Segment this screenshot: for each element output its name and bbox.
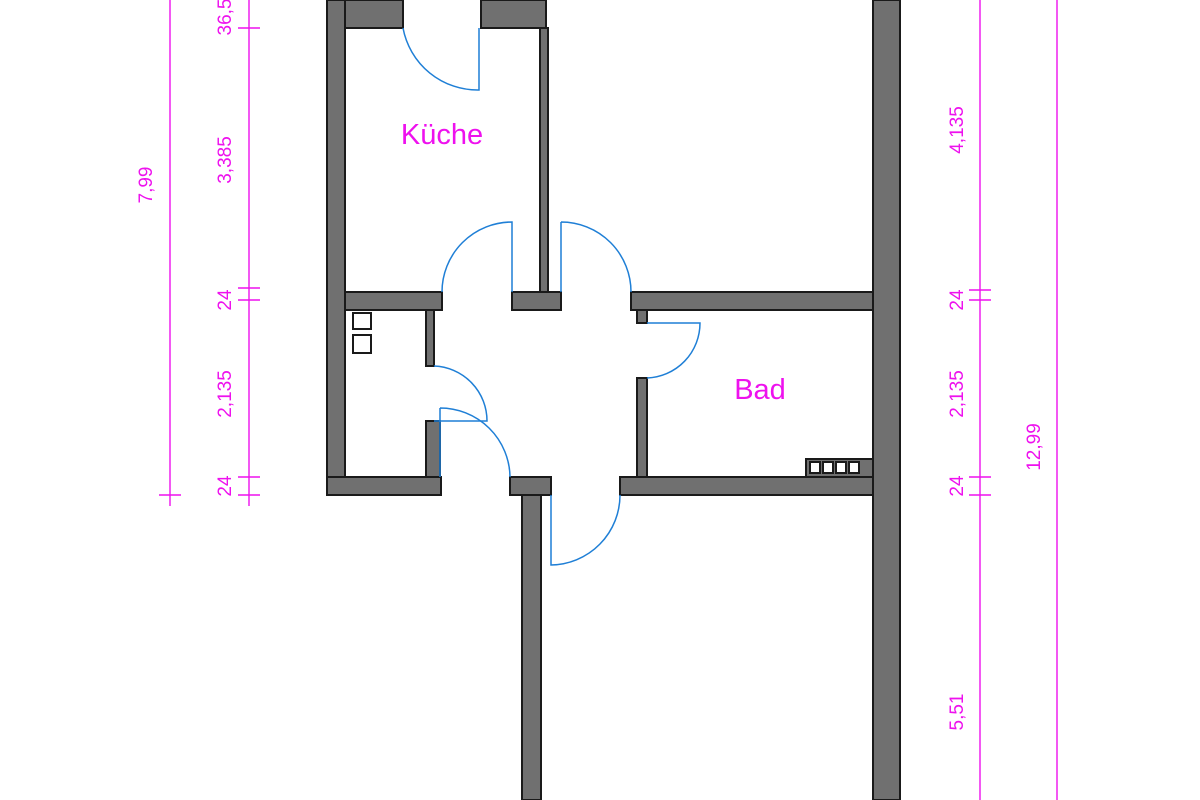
dim-right-room-bottom: 5,51 [947,694,968,731]
room-labels: Küche Bad [401,119,786,406]
hall-partition-wall-lower [425,420,441,478]
bath-door-swing [646,322,701,379]
storage-box-lower [352,334,372,354]
storage-partition-wall [425,309,435,367]
room-label-bath: Bad [734,374,786,406]
wall-under-kitchen-mid [511,291,562,311]
bath-left-wall [636,377,648,478]
storage-door-swing [433,365,488,422]
dimension-chain-right-outer: 12,99 [1024,0,1058,800]
lower-room-left-wall [521,494,542,800]
doors [402,27,701,566]
wall-bottom-left-wing [326,476,442,496]
dim-right-bath: 2,135 [947,370,968,418]
kitchen-right-wall [539,27,549,295]
dim-right-total: 12,99 [1024,423,1045,471]
hall-door-swing-lower [439,407,511,478]
bath-top-wall [630,291,876,311]
storage-box-upper [352,312,372,330]
outer-wall-left [326,0,346,496]
dimension-chain-left-inner: 36,5 3,385 24 2,135 24 [215,0,260,506]
fixtures [352,312,874,478]
bath-radiator [805,458,874,478]
kitchen-hall-door-swing [441,221,513,293]
dim-left-total: 7,99 [136,167,157,204]
lower-room-door-swing [550,494,621,566]
dim-left-hall: 2,135 [215,370,236,418]
dimension-chain-left-outer: 7,99 [136,0,181,506]
dim-left-wall1: 24 [215,289,236,311]
room-label-kitchen: Küche [401,119,483,151]
kitchen-top-wall-left [344,0,404,29]
wall-under-kitchen-left [344,291,443,311]
dim-right-wall1: 24 [947,289,968,311]
dimension-chain-right-inner: 4,135 24 2,135 24 5,51 [947,0,991,800]
walls [326,0,901,800]
bath-door-stub [636,309,648,324]
dim-left-top: 36,5 [215,0,236,35]
dim-right-room-top: 4,135 [947,106,968,154]
outer-wall-right [872,0,901,800]
dim-left-wall2: 24 [215,475,236,497]
bath-bottom-wall [619,476,876,496]
corridor-wall-stub [509,476,552,496]
dim-left-kitchen: 3,385 [215,136,236,184]
room-door-swing-upper-right [560,221,632,293]
dim-right-wall2: 24 [947,475,968,497]
kitchen-top-wall-right [480,0,547,29]
kitchen-entry-door-swing [402,27,480,91]
